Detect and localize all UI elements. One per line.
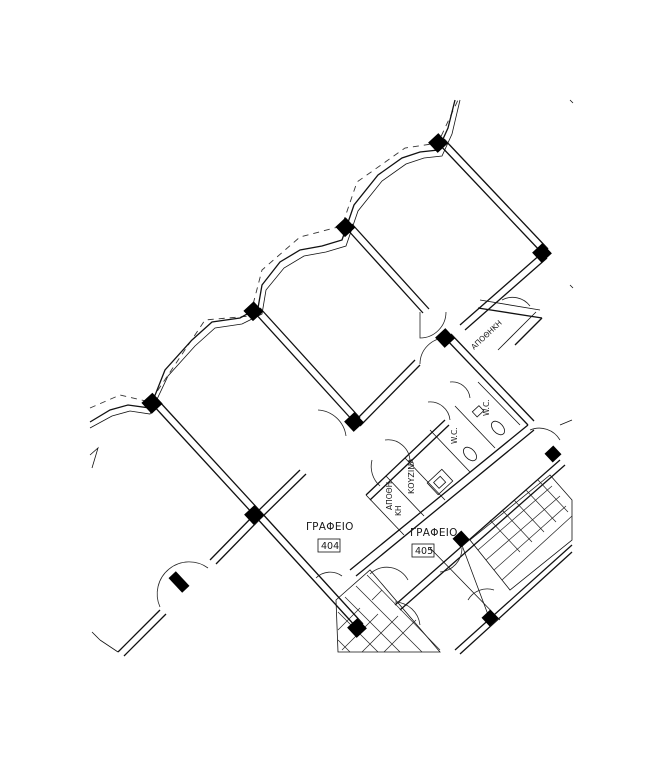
column [481,609,499,627]
fixtures [168,405,505,593]
column [428,133,448,153]
column [243,301,264,322]
column [335,217,356,238]
toilet-1 [463,446,477,462]
office-404-number: 404 [321,541,339,552]
exterior-facade-inner [89,99,461,429]
office-404-label: ΓΡΑΦΕΙΟ [306,521,354,533]
column [452,530,470,548]
door-frame-block [168,571,190,593]
office-405-number-box [411,543,435,558]
structural-columns [141,133,562,638]
office-405-label: ΓΡΑΦΕΙΟ [410,527,458,539]
partition-walls [91,138,549,657]
office-405-number: 405 [415,546,433,557]
column [544,445,562,463]
wc-2-label: W.C. [482,399,491,416]
edge-tick [569,99,574,104]
edge-tick [569,284,574,289]
storage-small-label-line2: ΚΗ [394,505,403,516]
wc-1-label: W.C. [450,427,459,444]
column [344,412,364,432]
kitchen-sink [426,468,454,496]
storage-top-label: ΑΠΟΘΗΚΗ [469,318,504,351]
toilet-2 [491,420,505,436]
stairwell [469,419,573,591]
storage-small-label-line1: ΑΠΟΘΗ- [385,479,394,510]
column [435,328,455,348]
exterior-facade [89,99,456,423]
kitchen-label: ΚΟΥΖΙΝΑ [407,458,416,494]
column [244,505,264,525]
corridor-floor-hatch [335,569,441,653]
facade-left-stub [89,446,99,469]
service-core-walls [349,299,573,655]
column [532,243,552,263]
column [141,392,163,414]
office-404-number-box [317,538,341,553]
wc-basin-1 [471,405,485,418]
column [347,618,367,638]
facade-dashed-outline [89,99,459,409]
door-swings [156,296,561,626]
